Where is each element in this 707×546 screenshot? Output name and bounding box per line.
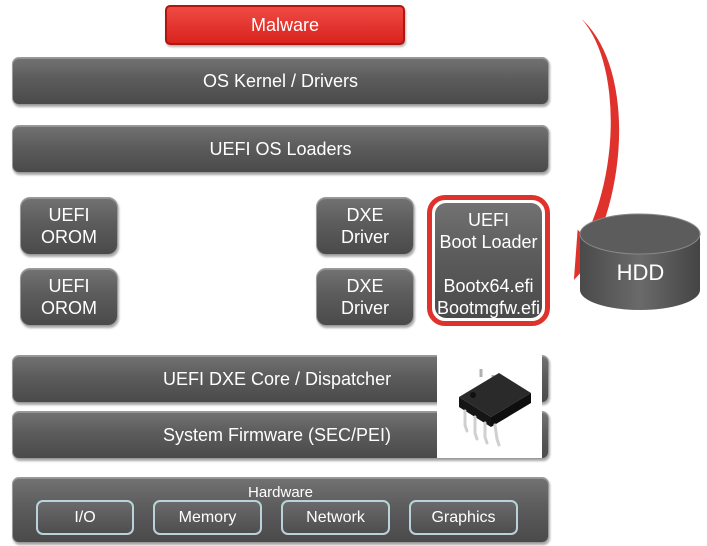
hardware-item-io-label: I/O: [74, 508, 96, 526]
boot-loader-file1: Bootx64.efi: [443, 276, 534, 296]
hdd-icon: [579, 213, 701, 310]
orom-1-line1: UEFI: [48, 205, 90, 225]
system-firmware-label: System Firmware (SEC/PEI): [163, 425, 392, 445]
boot-loader-block: UEFI Boot Loader Bootx64.efi Bootmgfw.ef…: [435, 203, 542, 318]
hardware-item-graphics-label: Graphics: [431, 508, 496, 526]
uefi-orom-block-2: UEFI OROM: [20, 268, 118, 326]
hardware-item-network-label: Network: [306, 508, 365, 526]
malware-block: Malware: [165, 5, 405, 45]
boot-loader-line1: UEFI: [467, 210, 509, 230]
malware-label: Malware: [250, 14, 320, 35]
os-kernel-block: OS Kernel / Drivers: [12, 57, 549, 105]
boot-loader-file2: Bootmgfw.efi: [436, 298, 541, 318]
uefi-orom-block-1: UEFI OROM: [20, 197, 118, 255]
hardware-item-memory-label: Memory: [178, 508, 237, 526]
dxe-1-line2: Driver: [341, 227, 389, 247]
chip-image: [437, 355, 542, 458]
hardware-item-network: Network: [281, 500, 390, 535]
orom-2-line2: OROM: [41, 298, 97, 318]
hardware-item-graphics: Graphics: [409, 500, 518, 535]
dxe-driver-block-1: DXE Driver: [316, 197, 414, 255]
dxe-2-line1: DXE: [346, 276, 384, 296]
os-kernel-label: OS Kernel / Drivers: [202, 71, 359, 91]
orom-1-line2: OROM: [41, 227, 97, 247]
hardware-item-memory: Memory: [153, 500, 262, 535]
dxe-2-line2: Driver: [341, 298, 389, 318]
dxe-1-line1: DXE: [346, 205, 384, 225]
uefi-os-loaders-label: UEFI OS Loaders: [209, 139, 352, 159]
dxe-core-label: UEFI DXE Core / Dispatcher: [163, 369, 392, 389]
hardware-title: Hardware: [247, 484, 314, 501]
hdd-label: HDD: [616, 260, 665, 285]
uefi-os-loaders-block: UEFI OS Loaders: [12, 125, 549, 173]
orom-2-line1: UEFI: [48, 276, 90, 296]
hdd-cylinder: HDD: [578, 212, 703, 312]
ic-chip-icon: [459, 369, 531, 447]
dxe-driver-block-2: DXE Driver: [316, 268, 414, 326]
boot-loader-line2: Boot Loader: [439, 232, 538, 252]
hardware-item-io: I/O: [36, 500, 134, 535]
boot-loader-highlight: UEFI Boot Loader Bootx64.efi Bootmgfw.ef…: [427, 195, 550, 326]
